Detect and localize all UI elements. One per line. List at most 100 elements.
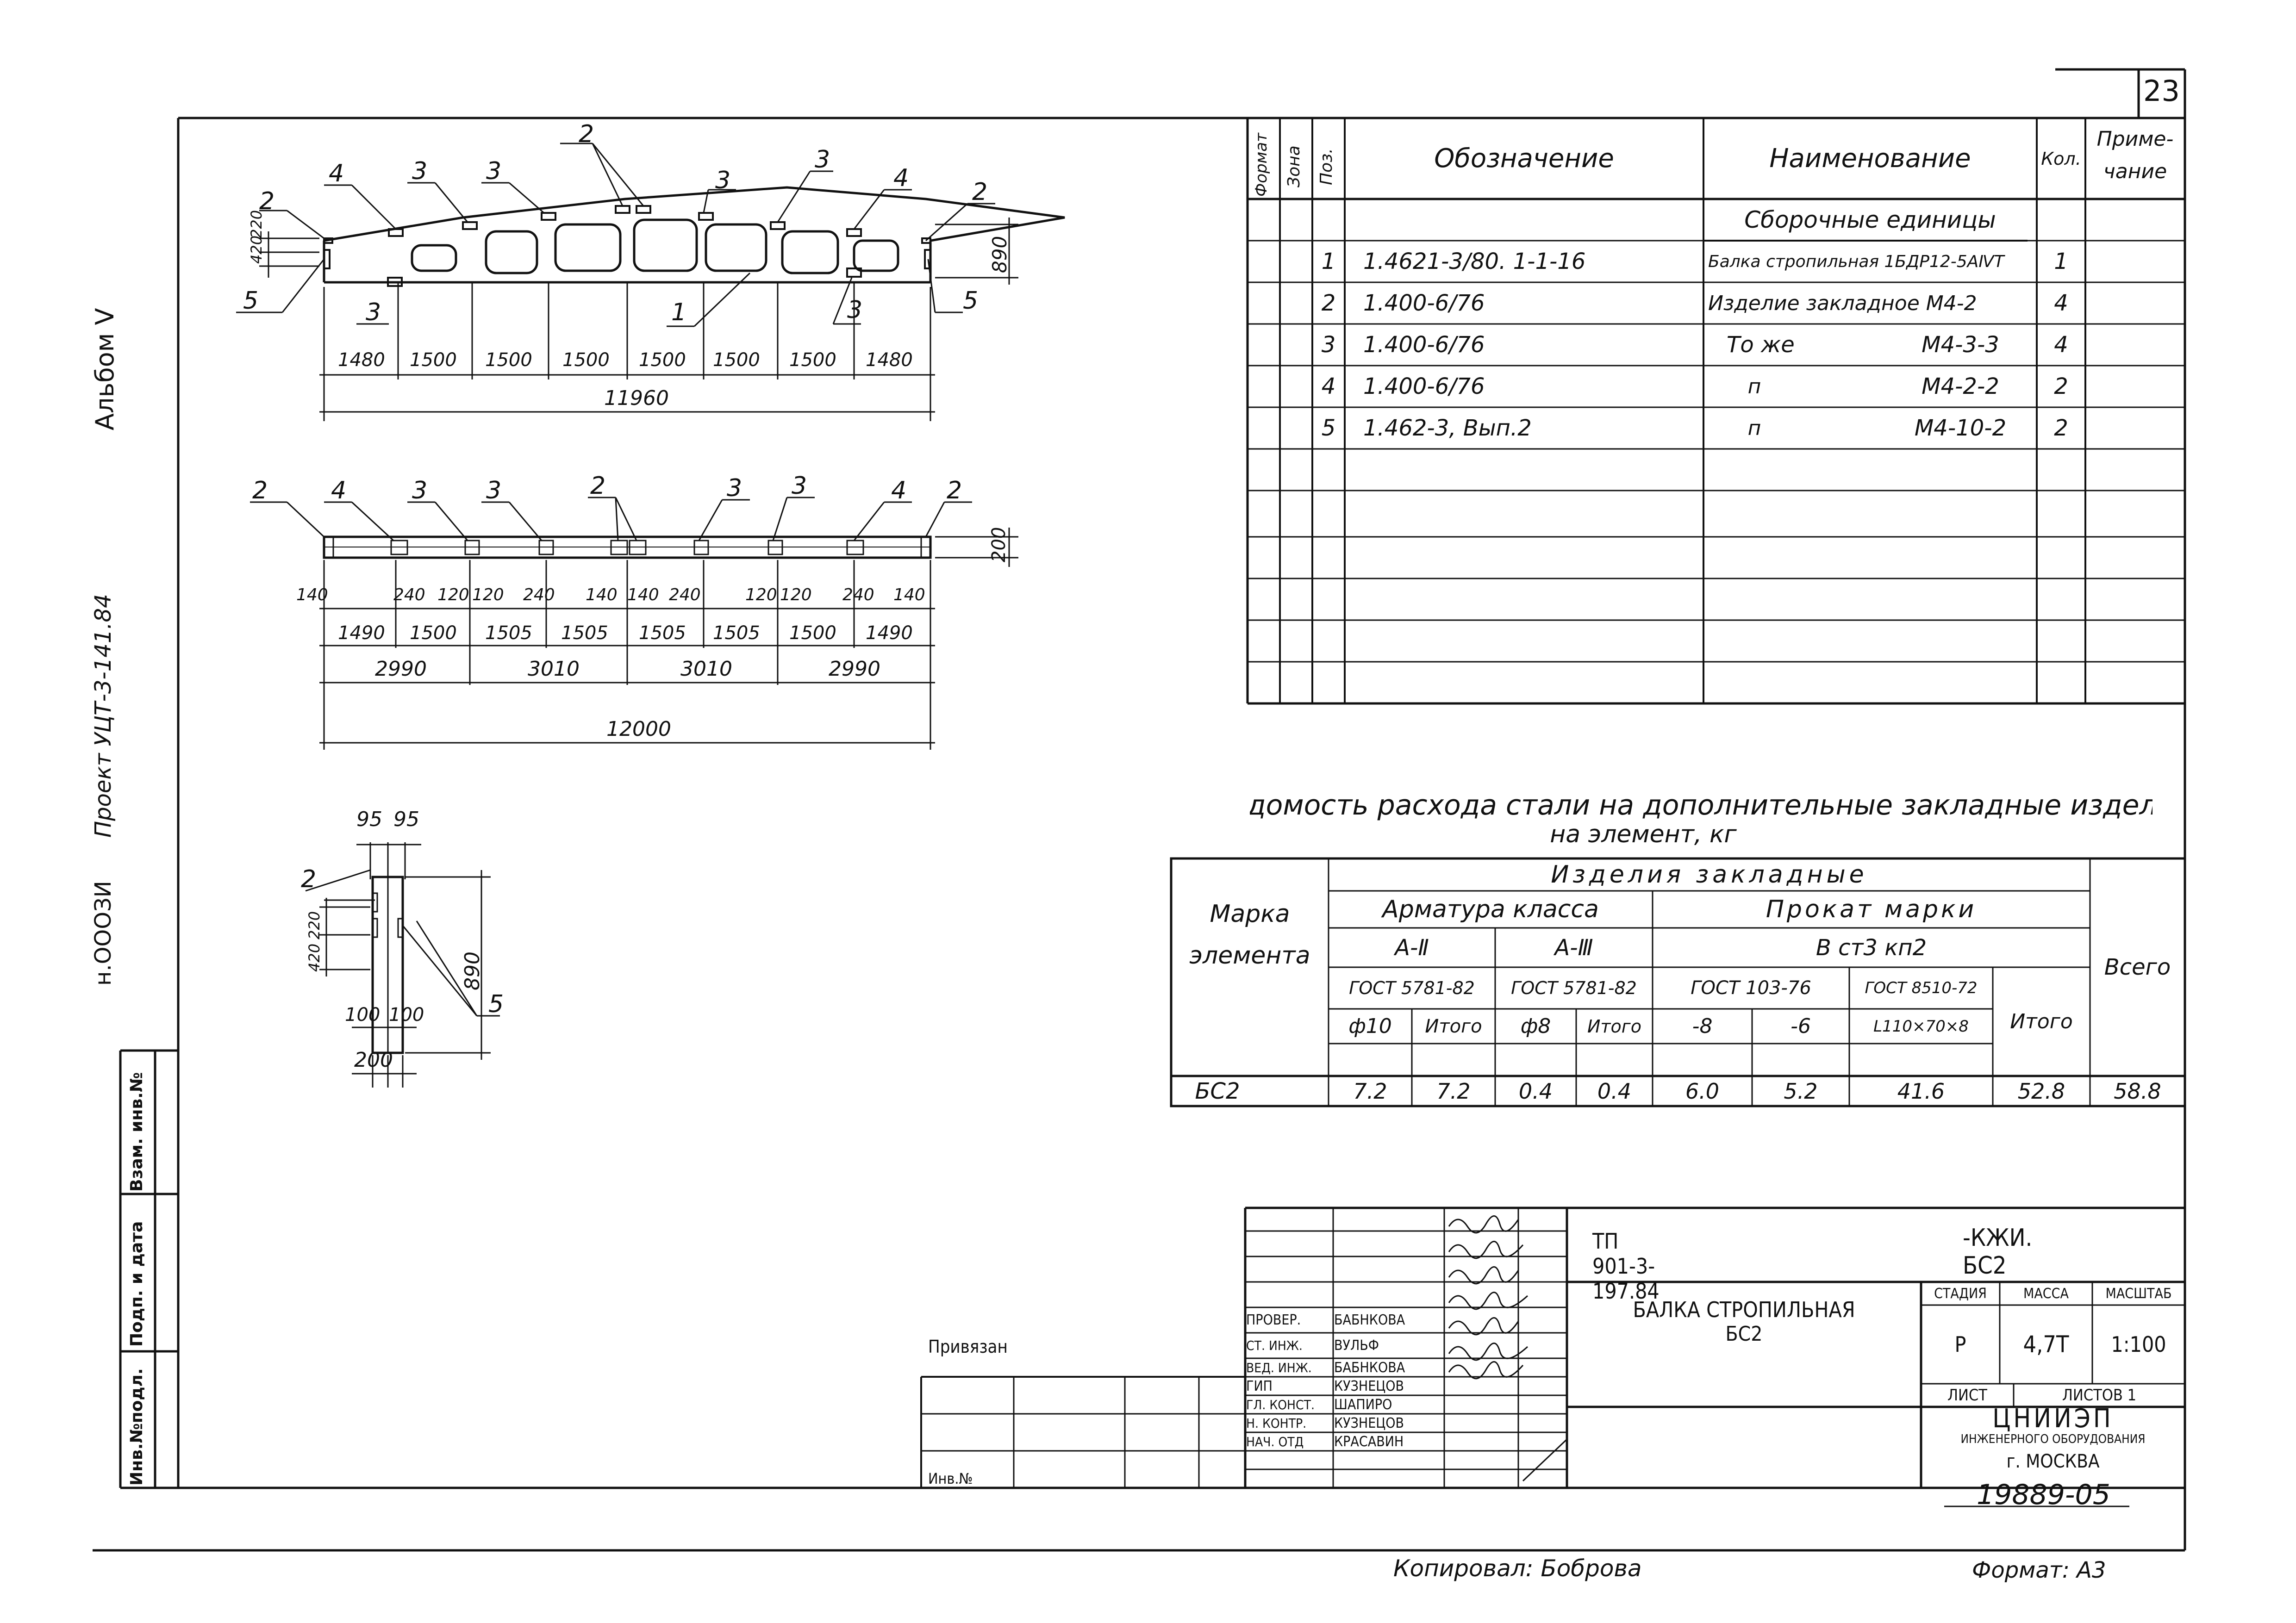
- callout-2: 2: [947, 477, 962, 504]
- album-label: Альбом Ⅴ: [90, 308, 119, 430]
- dim-total: 12000: [606, 717, 671, 741]
- steel-header-gost3: ГОСТ 103-76: [1691, 977, 1811, 999]
- spec-row-name: Изделие закладное М4-2: [1708, 291, 1977, 315]
- role-name: БАБНКОВА: [1334, 1312, 1405, 1328]
- steel-col-itogo1: Итого: [1425, 1015, 1482, 1037]
- dim: 100: [389, 1004, 424, 1026]
- sheets-header: ЛИСТОВ 1: [2062, 1386, 2137, 1405]
- steel-header-embedded: Изделия закладные: [1551, 861, 1868, 889]
- dim: 120: [472, 585, 504, 604]
- steel-title-1: Ведомость расхода стали на дополнительны…: [1250, 789, 2152, 821]
- dim-total: 11960: [604, 386, 669, 410]
- mass-header: МАССА: [2023, 1285, 2069, 1302]
- beam-section-drawing: [305, 842, 500, 1088]
- privyazan-label: Привязан: [928, 1337, 1008, 1357]
- steel-col-angle: L110×70×8: [1873, 1017, 1969, 1036]
- spec-header-designation: Обозначение: [1434, 143, 1614, 174]
- spec-row-name: Балка стропильная 1БДР12-5АⅣТ: [1708, 252, 2004, 271]
- steel-header-itogo: Итого: [2010, 1010, 2073, 1033]
- dim: 120: [780, 585, 812, 604]
- dim: 420: [248, 235, 265, 264]
- callout-3: 3: [366, 298, 381, 326]
- dim: 1500: [789, 622, 836, 644]
- steel-row-value: 41.6: [1897, 1078, 1945, 1104]
- steel-header-gost4: ГОСТ 8510-72: [1865, 979, 1978, 997]
- steel-col-plate8: -8: [1692, 1014, 1713, 1038]
- steel-row-total: 58.8: [2114, 1078, 2161, 1104]
- scale-value: 1:100: [2111, 1332, 2166, 1357]
- dim: 140: [296, 585, 328, 604]
- steel-header-mark-2: элемента: [1189, 942, 1310, 970]
- beam-plan-drawing: [250, 497, 1018, 750]
- spec-row-qty: 1: [2054, 249, 2068, 274]
- role-label: ВЕД. ИНЖ.: [1246, 1360, 1312, 1375]
- callout-3: 3: [727, 474, 742, 502]
- dim: 240: [523, 585, 555, 604]
- spec-row-pos: 2: [1321, 290, 1336, 316]
- spec-row-name: п: [1747, 374, 1761, 398]
- dim: 120: [745, 585, 777, 604]
- spec-row-name2: М4-10-2: [1914, 415, 2007, 441]
- steel-col-phi10: ф10: [1348, 1014, 1392, 1038]
- dim: 1480: [338, 349, 385, 371]
- copied-by: Копировал: Боброва: [1393, 1555, 1642, 1582]
- spec-row-qty: 4: [2054, 290, 2068, 316]
- callout-4: 4: [893, 164, 909, 192]
- dim: 1500: [789, 349, 836, 371]
- dim: 420: [306, 943, 323, 972]
- beam-elevation-drawing: [236, 143, 1065, 421]
- project-label: Проект УЦТ-3-141.84: [90, 594, 116, 838]
- spec-row-pos: 1: [1321, 249, 1336, 274]
- side-stamp-inv: Инв.№подл.: [127, 1368, 146, 1486]
- spec-row-pos: 4: [1321, 373, 1336, 399]
- callout-3: 3: [486, 477, 502, 504]
- dim: 1480: [866, 349, 913, 371]
- callout-4: 4: [331, 477, 347, 504]
- steel-row-value: 52.8: [2017, 1078, 2065, 1104]
- title-block-grid: [920, 1206, 2185, 1507]
- steel-row-value: 6.0: [1685, 1078, 1720, 1104]
- callout-3: 3: [815, 146, 830, 174]
- dim: 1500: [639, 349, 686, 371]
- spec-header-format: Формат: [1252, 133, 1271, 197]
- steel-table-grid: [1170, 857, 2186, 1107]
- callout-4: 4: [329, 160, 344, 187]
- spec-row-pos: 5: [1321, 415, 1336, 441]
- callout-4: 4: [891, 477, 907, 504]
- spec-row-designation: 1.400-6/76: [1363, 332, 1485, 358]
- callout-2: 2: [301, 865, 317, 893]
- inv-label: Инв.№: [928, 1470, 973, 1487]
- spec-header-pos: Поз.: [1317, 148, 1336, 185]
- callout-3: 3: [715, 167, 731, 194]
- callout-2: 2: [590, 472, 606, 500]
- steel-header-rebar: Арматура класса: [1382, 895, 1599, 923]
- steel-row-value: 7.2: [1353, 1078, 1387, 1104]
- callout-1: 1: [671, 298, 687, 326]
- steel-title-2: на элемент, кг: [1550, 821, 1737, 848]
- side-stamp-replace: Взам. инв.№: [127, 1072, 146, 1192]
- spec-row-designation: 1.4621-3/80. 1-1-16: [1363, 249, 1586, 274]
- spec-row-name: То же: [1727, 332, 1795, 358]
- drawing-name-1: БАЛКА СТРОПИЛЬНАЯ: [1633, 1297, 1855, 1322]
- org-subtitle: ИНЖЕНЕРНОГО ОБОРУДОВАНИЯ: [1960, 1432, 2146, 1446]
- dim: 95: [356, 808, 382, 831]
- dim: 3010: [528, 657, 580, 681]
- role-label: Н. КОНТР.: [1246, 1415, 1307, 1431]
- steel-row-value: 0.4: [1597, 1078, 1632, 1104]
- stage-value: Р: [1954, 1332, 1966, 1357]
- callout-5: 5: [963, 287, 979, 315]
- dim: 1490: [338, 622, 385, 644]
- steel-col-itogo2: Итого: [1587, 1016, 1642, 1037]
- role-name: БАБНКОВА: [1334, 1359, 1405, 1376]
- role-label: НАЧ. ОТД: [1246, 1434, 1304, 1449]
- dim: 240: [842, 585, 874, 604]
- steel-header-a3: А-Ⅲ: [1554, 934, 1593, 961]
- stage-header: СТАДИЯ: [1934, 1285, 1987, 1302]
- callout-5: 5: [488, 990, 504, 1018]
- dim: 240: [669, 585, 701, 604]
- role-label: ГИП: [1246, 1378, 1273, 1394]
- sheet-number: 23: [2143, 74, 2180, 108]
- role-label: ПРОВЕР.: [1246, 1312, 1301, 1328]
- steel-header-steel: В ст3 кп2: [1816, 934, 1927, 961]
- callout-5: 5: [243, 287, 259, 315]
